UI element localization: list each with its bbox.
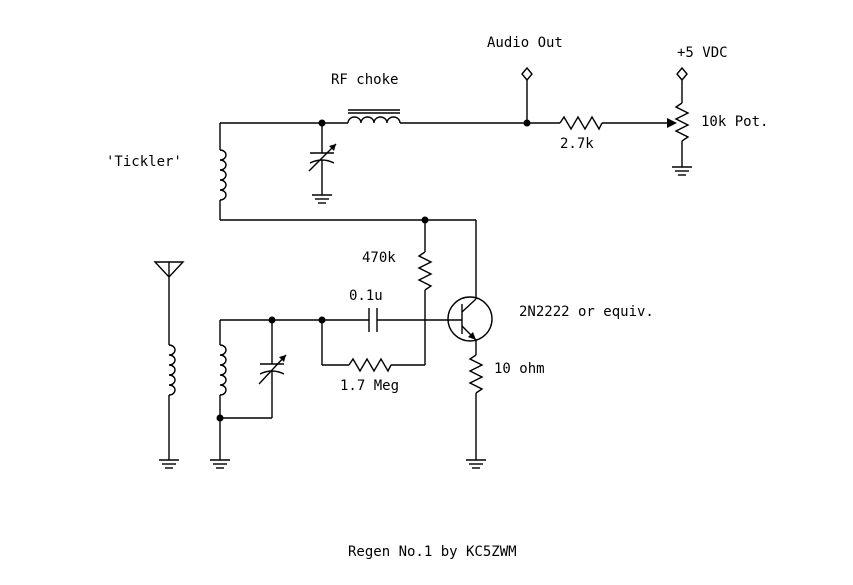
junction-dot [318, 119, 326, 127]
ground-pot [672, 166, 692, 176]
capacitor-0u1 [220, 308, 425, 332]
label-transistor: 2N2222 or equiv. [519, 304, 654, 320]
label-2k7: 2.7k [560, 136, 594, 152]
label-pot: 10k Pot. [701, 114, 768, 130]
junction-dot [268, 316, 276, 324]
junction-dot [523, 119, 531, 127]
audio-out-terminal [521, 66, 533, 123]
junction-dot [216, 414, 224, 422]
transistor-2n2222 [425, 220, 493, 342]
junction-dot [318, 316, 326, 324]
junction-dots [216, 119, 531, 422]
label-rf-choke: RF choke [331, 72, 398, 88]
top-variable-capacitor [308, 123, 337, 195]
resistor-470k [417, 220, 433, 365]
label-10ohm: 10 ohm [494, 361, 545, 377]
rf-choke [347, 109, 401, 124]
label-0u1: 0.1u [349, 288, 383, 304]
ground-emitter [466, 459, 486, 469]
label-tickler: 'Tickler' [106, 154, 182, 170]
label-vdc: +5 VDC [677, 45, 728, 61]
antenna [153, 261, 185, 460]
caption: Regen No.1 by KC5ZWM [348, 544, 517, 560]
junction-dot [421, 216, 429, 224]
ground-top-cap [312, 194, 332, 204]
tank-coil [219, 320, 272, 460]
ground-antenna [159, 459, 179, 469]
tickler-coil [219, 123, 476, 221]
label-470k: 470k [362, 250, 396, 266]
resistor-10ohm [468, 340, 484, 460]
tank-variable-capacitor [258, 320, 287, 418]
label-1m7: 1.7 Meg [340, 378, 399, 394]
potentiometer-10k [667, 66, 690, 167]
resistor-2k7 [559, 115, 603, 131]
resistor-1m7 [321, 320, 425, 373]
ground-tank [210, 459, 230, 469]
label-audio-out: Audio Out [487, 35, 563, 51]
